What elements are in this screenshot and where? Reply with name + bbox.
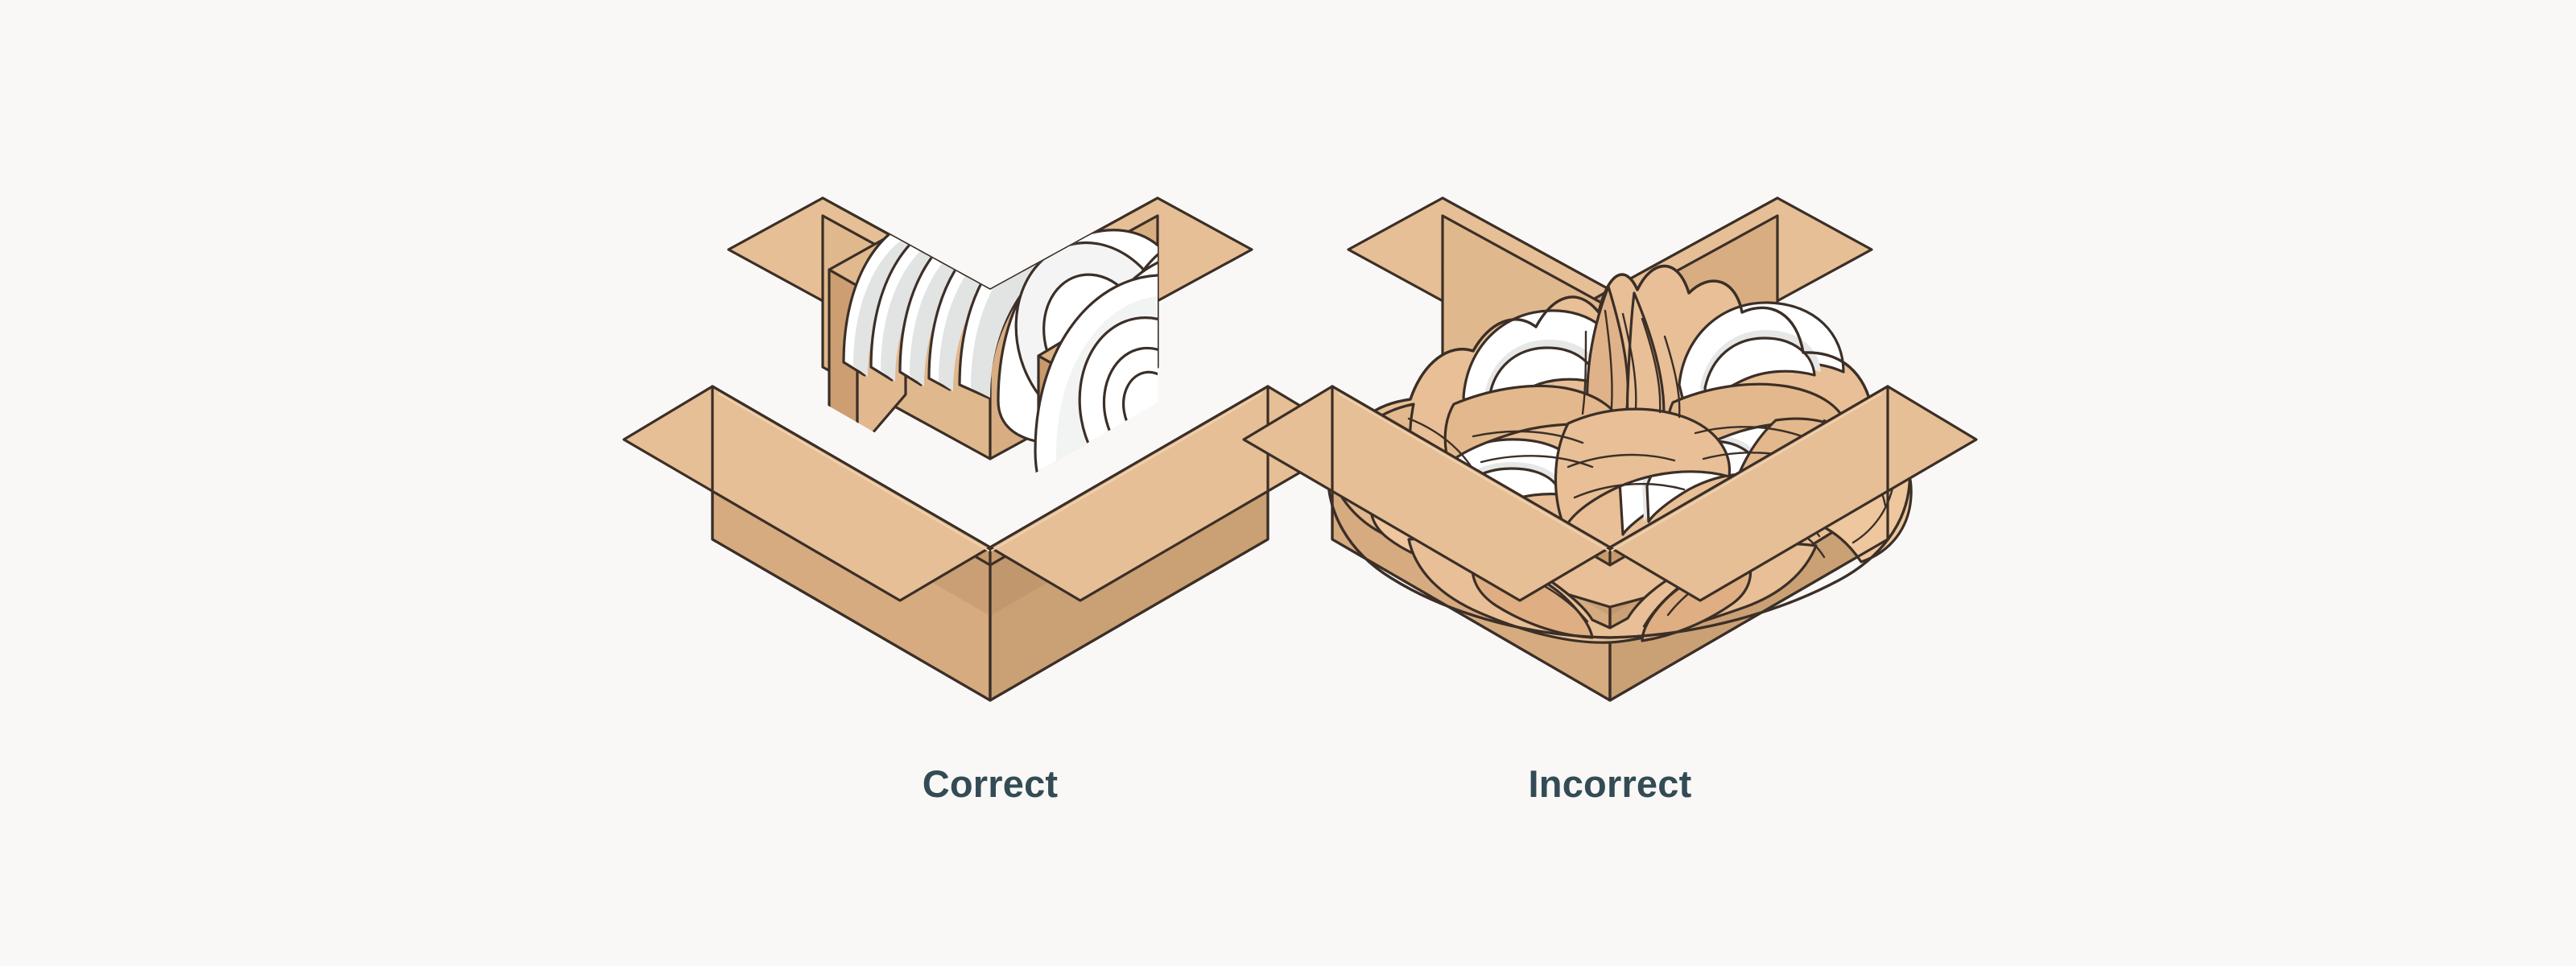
panel-correct: Correct: [588, 0, 1393, 966]
panel-incorrect: Incorrect: [1208, 0, 2013, 966]
flap-thickness-lines: [1338, 393, 1882, 551]
flap-thickness-lines: [718, 393, 1262, 551]
box-body-outline: [711, 385, 1269, 702]
figure-incorrect-box: [1208, 121, 2013, 733]
plate-upper-right: [1678, 301, 1845, 412]
box-body-outline: [1331, 385, 1889, 702]
figure-correct-box: [588, 121, 1393, 733]
caption-correct: Correct: [922, 762, 1059, 805]
correct-box-illustration: [622, 196, 1358, 702]
incorrect-box-illustration: [1242, 196, 1978, 702]
caption-incorrect: Incorrect: [1528, 762, 1692, 805]
